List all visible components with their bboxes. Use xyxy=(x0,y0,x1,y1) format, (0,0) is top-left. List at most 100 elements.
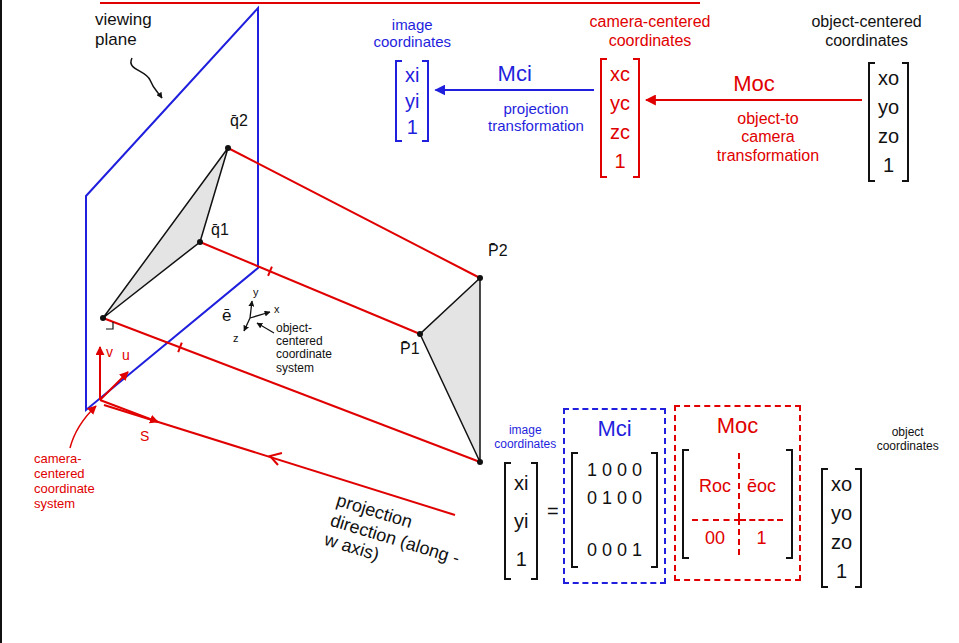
matrix: 1 0 0 00 1 0 0 0 0 0 1 xyxy=(571,452,658,568)
matrix-block: Roc xyxy=(692,453,740,519)
matrix-block: 1 xyxy=(740,519,783,555)
coordinate-vector: object coordinatesxoyozo1 xyxy=(821,468,862,588)
vector-entry: 1 xyxy=(405,114,419,140)
axis-label: z xyxy=(233,332,239,345)
coordinate-heading: camera-centered coordinates xyxy=(586,13,714,50)
matrix-bracket xyxy=(868,62,875,182)
vertex-dot xyxy=(225,145,231,151)
plane-label: viewing plane xyxy=(95,10,167,49)
camera-axis xyxy=(99,347,101,400)
coordinate-vector: object-centered coordinatesxoyozo1 xyxy=(868,62,909,182)
projection-ray xyxy=(200,242,420,334)
matrix-block: ēoc xyxy=(740,453,783,519)
direction-note: projection direction (along -w axis) xyxy=(322,490,469,589)
vector-entry: xi xyxy=(514,464,528,502)
vector-entry: zo xyxy=(831,528,852,557)
vector-entry: yc xyxy=(610,89,630,118)
object-axis xyxy=(250,301,252,318)
transform-matrix-box: MocRocēoc001 xyxy=(674,405,801,581)
vector-entry: zo xyxy=(878,122,899,151)
viewing-plane xyxy=(86,8,258,410)
matrix-bracket xyxy=(902,62,909,182)
axis-label: v xyxy=(106,344,113,360)
matrix-bracket xyxy=(422,60,429,142)
transformation-label: Moc xyxy=(733,72,775,96)
coordinate-heading: image coordinates xyxy=(492,424,558,452)
connector-arrow xyxy=(646,99,862,101)
axis-label: x xyxy=(274,303,280,316)
projection-matrix-box: Mci 1 0 0 00 1 0 0 0 0 0 1 xyxy=(563,408,666,584)
axis-label: y xyxy=(253,286,259,299)
axis-label: S xyxy=(140,428,149,444)
matrix-bracket xyxy=(600,58,607,178)
projection-ray xyxy=(228,148,480,278)
vector-entry: xi xyxy=(405,62,419,88)
matrix-row: 0 1 0 0 xyxy=(587,484,642,512)
vector-entry: 1 xyxy=(878,151,899,180)
direction-chevron xyxy=(270,453,282,465)
point-label: P̄2 xyxy=(488,242,508,260)
matrix-block: 00 xyxy=(692,519,740,555)
matrix-bracket xyxy=(571,452,578,568)
frame-label: camera-centered coordinate system xyxy=(34,452,106,512)
vector-entry: 1 xyxy=(514,540,528,578)
matrix-row: 0 0 0 1 xyxy=(587,536,642,564)
vector-entry: xo xyxy=(831,470,852,499)
leader-line xyxy=(70,406,96,448)
point-label: q̄1 xyxy=(211,221,229,239)
vertex-dot xyxy=(417,331,423,337)
transformation-label: Mci xyxy=(498,62,532,86)
vector-entry: 1 xyxy=(610,147,630,176)
matrix-bracket xyxy=(504,462,511,580)
vertex-dot xyxy=(477,275,483,281)
matrix-bracket xyxy=(651,452,658,568)
image-triangle xyxy=(103,148,228,318)
matrix-bracket xyxy=(531,462,538,580)
parallel-tick xyxy=(178,343,182,352)
matrix: Rocēoc001 xyxy=(682,449,793,559)
frame-label: object-centered coordinate system xyxy=(276,322,342,375)
vertex-dot xyxy=(477,459,483,465)
camera-axis xyxy=(100,372,128,400)
vector-entry: yi xyxy=(514,502,528,540)
coordinate-vector: camera-centered coordinatesxcyczc1 xyxy=(600,58,640,178)
point-label: P̄1 xyxy=(400,340,420,358)
vector-entry: xo xyxy=(878,64,899,93)
matrix-bracket xyxy=(395,60,402,142)
vertex-dot xyxy=(100,315,106,321)
matrix-bracket xyxy=(855,468,862,588)
transformation-note: object-to camera transformation xyxy=(712,110,824,165)
leader-line xyxy=(257,323,274,333)
camera-axis xyxy=(100,400,158,422)
block-matrix: Rocēoc001 xyxy=(692,453,783,555)
matrix-bracket xyxy=(786,449,793,559)
origin-label: ē xyxy=(222,306,231,326)
coordinate-vector: image coordinatesxiyi1 xyxy=(504,462,538,580)
transformation-note: projection transformation xyxy=(482,100,590,135)
vector-entry: 1 xyxy=(831,557,852,586)
title-rule xyxy=(100,2,700,4)
object-axis xyxy=(250,312,270,318)
matrix-bracket xyxy=(633,58,640,178)
vertex-dot xyxy=(197,239,203,245)
equals-sign: = xyxy=(547,500,559,523)
coordinate-heading: object coordinates xyxy=(868,426,948,454)
coordinate-heading: image coordinates xyxy=(366,16,458,51)
coordinate-vector: image coordinatesxiyi1 xyxy=(395,60,429,142)
vector-entry: zc xyxy=(610,118,630,147)
matrix-bracket xyxy=(682,449,689,559)
matrix-row: 1 0 0 0 xyxy=(587,456,642,484)
coordinate-heading: object-centered coordinates xyxy=(803,13,931,50)
object-triangle xyxy=(420,278,480,462)
axis-label: u xyxy=(122,347,130,363)
vector-entry: yi xyxy=(405,88,419,114)
vector-entry: xc xyxy=(610,60,630,89)
leader-line xyxy=(131,58,162,98)
page-frame xyxy=(0,0,2,643)
object-axis xyxy=(244,318,250,331)
matrix-title: Moc xyxy=(682,413,793,439)
parallel-tick xyxy=(268,267,272,276)
matrix-title: Mci xyxy=(571,416,658,442)
